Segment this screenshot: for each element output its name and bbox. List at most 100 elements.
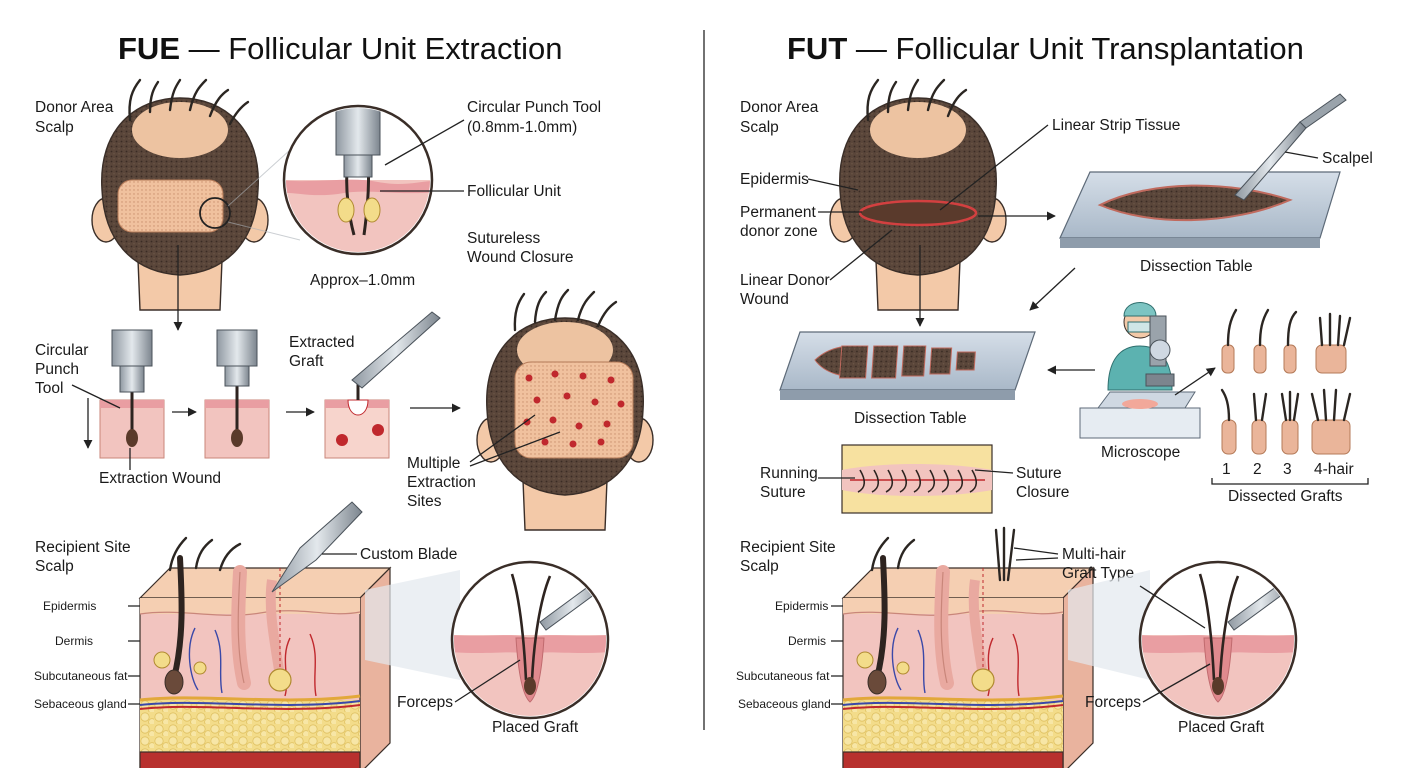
fue-graft-circle (450, 562, 610, 725)
fut-linear-wound-2: Wound (740, 291, 789, 308)
fut-suture-closure-1: Suture (1016, 465, 1062, 482)
fue-multiple-sites-3: Sites (407, 493, 442, 510)
fue-title: FUE — Follicular Unit Extraction (118, 31, 562, 66)
fut-suture-strip (841, 444, 993, 514)
fue-circular-punch-2: Punch (35, 361, 79, 378)
fut-scalpel-label: Scalpel (1322, 150, 1373, 167)
fut-epidermis-leader (807, 178, 859, 191)
fue-punch-tool-label-2: (0.8mm-1.0mm) (467, 119, 577, 136)
fue-title-abbr: FUE (118, 31, 180, 66)
fut-suture-closure-leader (974, 469, 1014, 474)
fut-linear-wound-1: Linear Donor (740, 272, 830, 289)
fue-title-rest: — Follicular Unit Extraction (180, 31, 562, 66)
fut-suture-closure-2: Closure (1016, 484, 1069, 501)
fue-extraction-head-hair-icon (513, 288, 618, 332)
fue-donor-hair-icon (128, 78, 250, 126)
fut-epidermis-label: Epidermis (740, 171, 809, 188)
fut-running-suture-2: Suture (760, 484, 806, 501)
fue-custom-blade-label: Custom Blade (360, 546, 457, 563)
fut-strip-table (1059, 93, 1347, 248)
fut-graft-num-4: 4-hair (1314, 461, 1354, 478)
fut-dissected-grafts-label: Dissected Grafts (1228, 488, 1343, 505)
fut-recipient-1: Recipient Site (740, 539, 836, 556)
fut-donor-head (829, 97, 1007, 311)
fut-graft-hairs-icon (1220, 308, 1352, 422)
fut-microscope-scene (1079, 302, 1201, 439)
fut-forceps-label: Forceps (1085, 694, 1141, 711)
fut-dissection-table-1: Dissection Table (1140, 258, 1253, 275)
svg-text:FUE — Follicular Unit Extracti: FUE — Follicular Unit Extraction (118, 31, 562, 66)
fue-layer-gland: Sebaceous gland (34, 697, 127, 711)
fut-title: FUT — Follicular Unit Transplantation (787, 31, 1304, 66)
fue-multiple-sites-2: Extraction (407, 474, 476, 491)
fue-recipient-hair-icon (168, 536, 242, 572)
fut-forceps-leader (1142, 663, 1211, 703)
fue-punch-tool-leader (384, 119, 465, 166)
fue-extraction-wound-label: Extraction Wound (99, 470, 221, 487)
fut-permanent-zone-1: Permanent (740, 204, 817, 221)
fut-graft-num-1: 1 (1222, 461, 1231, 478)
fut-graft-num-3: 3 (1283, 461, 1292, 478)
fut-multi-hair-leaders (1013, 547, 1059, 561)
fut-to-grafts-arrow (1174, 367, 1216, 396)
fut-title-abbr: FUT (787, 31, 847, 66)
fue-skin-block (140, 558, 390, 768)
fut-layer-labels: Epidermis Dermis Subcutaneous fat Sebace… (736, 599, 843, 711)
fut-placed-graft-label: Placed Graft (1178, 719, 1265, 736)
fue-donor-area-label-2: Scalp (35, 119, 74, 136)
fue-punch-zoom (282, 104, 434, 256)
fue-recipient-1: Recipient Site (35, 539, 131, 556)
fue-approx-label: Approx–1.0mm (310, 272, 415, 289)
fut-title-rest: — Follicular Unit Transplantation (847, 31, 1304, 66)
fut-donor-hair-icon (866, 78, 968, 122)
fue-layer-labels: Epidermis Dermis Subcutaneous fat Sebace… (34, 599, 140, 711)
fut-graft-num-2: 2 (1253, 461, 1262, 478)
fut-microscope-label: Microscope (1101, 444, 1180, 461)
fue-sutureless-label-2: Wound Closure (467, 249, 574, 266)
fue-extracted-graft-1: Extracted (289, 334, 354, 351)
fut-recipient-hair-icon (870, 526, 1016, 582)
fue-punch-tool-label-1: Circular Punch Tool (467, 99, 601, 116)
fue-sutureless-label-1: Sutureless (467, 230, 540, 247)
fut-scalpel-leader (1284, 151, 1319, 159)
fut-linear-strip-leader (939, 124, 1049, 211)
fue-circular-punch-3: Tool (35, 380, 63, 397)
fut-graft-zoom-connector (1068, 570, 1150, 680)
fue-multiple-sites-1: Multiple (407, 455, 460, 472)
fue-extraction-sequence (99, 311, 441, 459)
fut-sliced-table (779, 331, 1036, 400)
fue-circular-punch-1: Circular (35, 342, 88, 359)
fue-layer-dermis: Dermis (55, 634, 93, 648)
fut-table-diag-arrow (1029, 267, 1076, 311)
fut-permanent-zone-2: donor zone (740, 223, 818, 240)
fue-layer-epidermis: Epidermis (43, 599, 96, 613)
fut-multi-hair-2: Graft Type (1062, 565, 1134, 582)
fue-zoom-connector (227, 149, 301, 241)
fue-custom-blade-icon (271, 501, 363, 593)
fue-extracted-graft-2: Graft (289, 353, 324, 370)
fut-layer-epidermis: Epidermis (775, 599, 828, 613)
fut-layer-gland: Sebaceous gland (738, 697, 831, 711)
fut-running-suture-1: Running (760, 465, 818, 482)
fut-linear-wound-leader (829, 229, 893, 281)
fue-recipient-2: Scalp (35, 558, 74, 575)
fut-recipient-2: Scalp (740, 558, 779, 575)
fue-layer-fat: Subcutaneous fat (34, 669, 128, 683)
fut-donor-area-1: Donor Area (740, 99, 819, 116)
fut-linear-strip-label: Linear Strip Tissue (1052, 117, 1180, 134)
fue-multiple-sites-leaders (469, 414, 561, 467)
fue-donor-head (91, 97, 269, 311)
fue-graft-zoom-connector (365, 570, 460, 680)
svg-text:FUT — Follicular Unit Transpla: FUT — Follicular Unit Transplantation (787, 31, 1304, 66)
fut-multi-hair-1: Multi-hair (1062, 546, 1126, 563)
fue-circular-punch-leader (71, 384, 121, 409)
fut-donor-area-2: Scalp (740, 119, 779, 136)
fut-dissected-grafts (1221, 344, 1351, 455)
fue-extraction-head (476, 317, 654, 531)
fut-graft-circle (1138, 562, 1298, 725)
fue-follicular-unit-label: Follicular Unit (467, 183, 562, 200)
fue-forceps-label: Forceps (397, 694, 453, 711)
fut-grafts-bracket (1211, 478, 1369, 485)
